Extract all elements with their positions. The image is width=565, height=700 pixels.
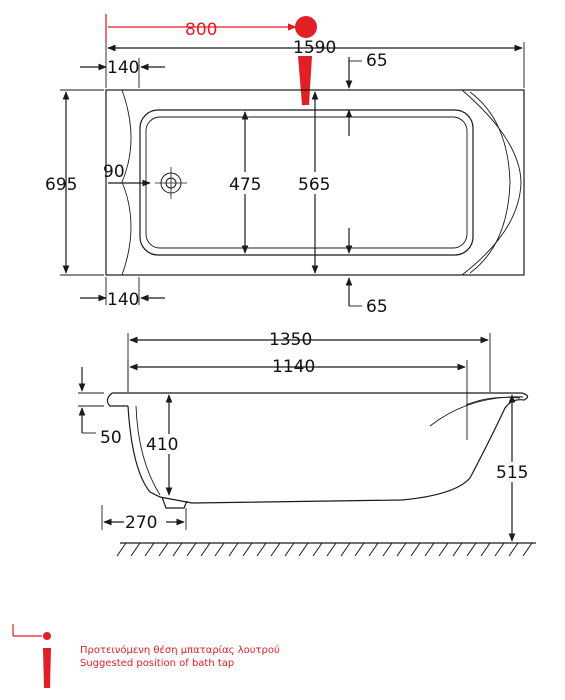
waste-offset-label: 90 bbox=[103, 162, 125, 182]
bathtub-outline bbox=[105, 89, 525, 276]
inner-width-left-label: 475 bbox=[229, 175, 261, 195]
tub-inner-left bbox=[135, 405, 161, 496]
rim-curve-left bbox=[121, 89, 132, 276]
rim-curve-right-outer bbox=[461, 89, 522, 276]
tub-rim-left bbox=[106, 392, 128, 407]
overall-length-label: 1590 bbox=[293, 38, 336, 58]
tap-offset-label: 800 bbox=[185, 20, 217, 40]
inner-depth-label: 410 bbox=[146, 435, 178, 455]
waste-drain-icon bbox=[155, 167, 187, 199]
side-view: 1350 1140 50 410 515 270 bbox=[78, 330, 536, 557]
rim-curve-right-inner bbox=[469, 91, 511, 274]
overall-width-label: 695 bbox=[45, 175, 77, 195]
legend: Προτεινόμενη θέση μπαταρίας λουτρού Sugg… bbox=[12, 624, 280, 688]
rim-bottom-right-label: 65 bbox=[366, 297, 388, 317]
tub-body-outline bbox=[127, 392, 529, 504]
legend-text-english: Suggested position of bath tap bbox=[80, 658, 234, 669]
length-bottom-label: 1140 bbox=[272, 357, 315, 377]
legend-tap-icon bbox=[12, 624, 51, 688]
legend-text-greek: Προτεινόμενη θέση μπαταρίας λουτρού bbox=[80, 644, 280, 656]
rim-left-top-label: 140 bbox=[107, 58, 139, 78]
rim-height-label: 50 bbox=[100, 428, 122, 448]
rim-left-bottom-label: 140 bbox=[107, 290, 139, 310]
rim-top-right-label: 65 bbox=[366, 51, 388, 71]
foot-offset-label: 270 bbox=[125, 513, 157, 533]
overall-height-label: 515 bbox=[496, 463, 528, 483]
tap-marker-icon bbox=[295, 16, 317, 105]
floor-hatch-icon bbox=[116, 542, 536, 557]
tub-foot bbox=[161, 496, 188, 509]
top-view: 800 1590 140 65 695 bbox=[45, 14, 525, 317]
length-top-label: 1350 bbox=[269, 330, 312, 350]
inner-width-label: 565 bbox=[298, 175, 330, 195]
